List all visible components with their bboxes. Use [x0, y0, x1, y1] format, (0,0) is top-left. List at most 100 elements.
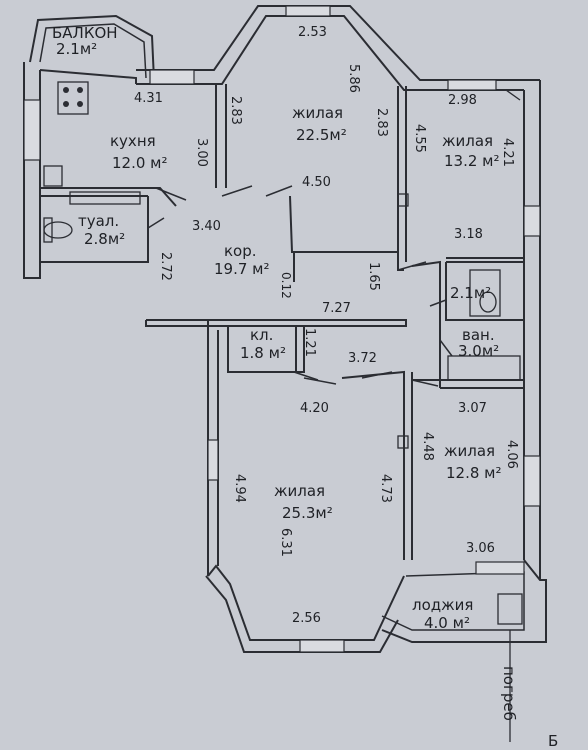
wall-toilet: [40, 196, 149, 263]
kitchen-area: 12.0 м²: [112, 154, 168, 172]
sink-icon: [43, 165, 63, 187]
window-right-top: [447, 79, 497, 91]
wall-corridor-top: [289, 195, 398, 253]
fixtures: [43, 81, 523, 742]
door-top-room: [265, 185, 293, 197]
wall-closet-right: [295, 326, 305, 373]
wall-bottom-bay-outer: [205, 575, 399, 653]
balcony-inner: [39, 23, 147, 79]
closet-name: кл.: [250, 326, 273, 344]
bath-small-area: 2.1м²: [450, 284, 491, 302]
living-right-top-area: 13.2 м²: [444, 152, 500, 170]
door-kitchen-2: [221, 185, 253, 197]
living-top-name: жилая: [292, 104, 343, 122]
dim-2-72: 2.72: [158, 252, 173, 281]
balcony-name: БАЛКОН: [52, 24, 118, 42]
wall-bottom-bay: [207, 564, 405, 641]
living-bottom-area: 25.3м²: [282, 504, 333, 522]
wall-top-right: [397, 86, 404, 271]
dim-0-12: 0.12: [279, 272, 293, 299]
dim-4-48: 4.48: [420, 432, 435, 461]
living-bottom-name: жилая: [274, 482, 325, 500]
small-toilet-icon: [479, 291, 497, 313]
door-bath: [439, 339, 453, 357]
door-right-top: [397, 261, 427, 271]
door-living-bottom: [303, 377, 337, 385]
living-top-area: 22.5м²: [296, 126, 347, 144]
toilet-tank-icon: [43, 217, 53, 243]
dim-4-55: 4.55: [412, 124, 427, 153]
wall-closet: [227, 326, 296, 373]
window-top: [285, 5, 331, 17]
column-icon: [397, 193, 409, 207]
dim-2-56: 2.56: [292, 611, 321, 626]
toilet-name: туал.: [78, 212, 119, 230]
window-right-1: [523, 205, 541, 237]
dim-4-20: 4.20: [300, 401, 329, 416]
dim-6-31: 6.31: [278, 528, 293, 557]
dim-2-83-right: 2.83: [374, 108, 389, 137]
cellar-hatch-icon: [497, 593, 523, 625]
stove-burner-icon: [63, 101, 69, 107]
loggia-area: 4.0 м²: [424, 614, 470, 632]
living-right-bottom-name: жилая: [444, 442, 495, 460]
stove-burner-icon: [77, 101, 83, 107]
dim-4-06: 4.06: [504, 440, 519, 469]
window-loggia: [475, 561, 525, 575]
dim-4-31: 4.31: [134, 91, 163, 106]
bathtub-icon: [447, 355, 521, 381]
dim-3-72: 3.72: [348, 351, 377, 366]
dim-3-18: 3.18: [454, 227, 483, 242]
wall-kitchen-top: [39, 69, 137, 84]
window-right-2: [523, 455, 541, 507]
balcony-area: 2.1м²: [56, 40, 97, 58]
window-bottom: [299, 639, 345, 653]
living-right-top-name: жилая: [442, 132, 493, 150]
toilet-icon: [43, 221, 73, 239]
wall-bath-left: [411, 260, 441, 330]
dim-4-50: 4.50: [302, 175, 331, 190]
dim-2-53: 2.53: [298, 25, 327, 40]
wall-bath-top: [446, 257, 525, 263]
window-kitchen: [149, 69, 195, 85]
dim-3-00: 3.00: [194, 138, 209, 167]
dim-1-65: 1.65: [366, 262, 381, 291]
wall-bath-small: [445, 262, 524, 321]
door-kitchen: [155, 187, 187, 201]
toilet-area: 2.8м²: [84, 230, 125, 248]
dim-3-07: 3.07: [458, 401, 487, 416]
corner-mark-line: [505, 89, 521, 101]
loggia-name: лоджия: [412, 596, 473, 614]
door-closet: [293, 371, 319, 381]
column-icon: [397, 435, 409, 449]
dim-2-83-left: 2.83: [228, 96, 243, 125]
corridor-area: 19.7 м²: [214, 260, 270, 278]
dim-4-21: 4.21: [500, 138, 515, 167]
dim-5-86: 5.86: [346, 64, 361, 93]
dim-3-06: 3.06: [466, 541, 495, 556]
bath-area: 3.0м²: [458, 342, 499, 360]
balcony-outline: [29, 14, 155, 81]
corridor-name: кор.: [224, 242, 257, 260]
kitchen-name: кухня: [110, 132, 156, 150]
door-bath-small: [429, 299, 447, 307]
counter-icon: [69, 191, 141, 205]
window-left: [23, 99, 41, 161]
cellar-label: погреб: [500, 666, 518, 721]
dimensions: 2.53 4.31 5.86 2.83 2.83 2.98 4.55 4.21 …: [134, 25, 519, 626]
stove-burner-icon: [77, 87, 83, 93]
bath-name: ван.: [462, 326, 495, 344]
dim-4-94: 4.94: [232, 474, 247, 503]
living-right-bottom-area: 12.8 м²: [446, 464, 502, 482]
wall-kitchen-bottom: [40, 187, 177, 207]
door-living-right: [361, 371, 393, 379]
dim-2-98: 2.98: [448, 93, 477, 108]
window-bottom-left: [207, 439, 219, 481]
dim-3-40: 3.40: [192, 219, 221, 234]
loggia-outline: [381, 559, 547, 643]
wall-left: [23, 62, 41, 279]
small-bath-fixture-icon: [469, 269, 501, 317]
wall-top-bay: [136, 5, 540, 81]
